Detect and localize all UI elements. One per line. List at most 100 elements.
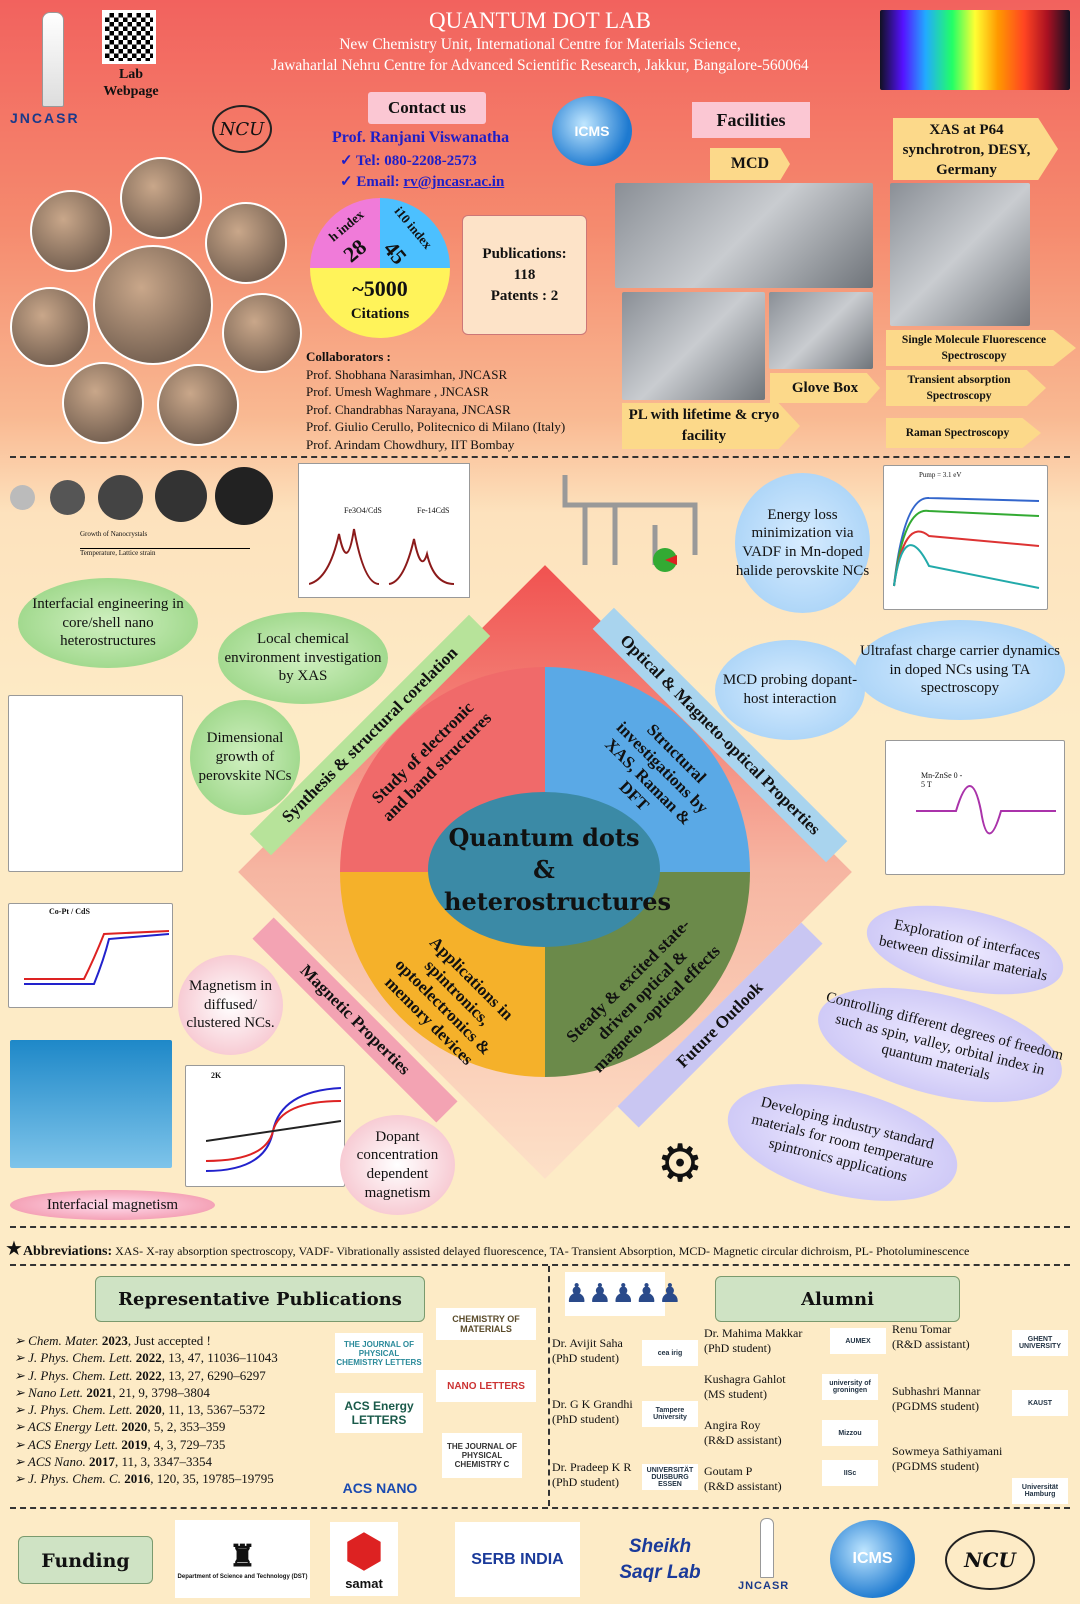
- citation: , 4, 3, 729–735: [147, 1436, 226, 1452]
- collaborator: Prof. Shobhana Narasimhan, JNCASR: [306, 366, 508, 382]
- metrics-circle: h index 28 i10 index 45 ~5000 Citations: [310, 198, 450, 338]
- alumni-name: Sowmeya Sathiyamani: [892, 1444, 1003, 1458]
- glove-box-tag: Glove Box: [770, 373, 880, 403]
- figure-label: Fe3O4/CdS: [344, 506, 382, 515]
- pipe-diagram: [562, 475, 698, 572]
- publication-item[interactable]: ➢ Chem. Mater. 2023, Just accepted !: [14, 1333, 211, 1348]
- journal-logo-jpcl: THE JOURNAL OF PHYSICAL CHEMISTRY LETTER…: [335, 1333, 423, 1373]
- dopant-magnetism-plot: 2K: [185, 1065, 345, 1187]
- divider: [10, 456, 1070, 458]
- publication-item[interactable]: ➢ ACS Energy Lett. 2019, 4, 3, 729–735: [14, 1436, 226, 1452]
- xas-beamline-photo: [890, 183, 1030, 326]
- ncu-footer-logo: NCU: [945, 1530, 1035, 1590]
- lab-webpage-label[interactable]: Lab Webpage: [103, 67, 159, 99]
- alumni-role: (R&D assistant): [704, 1479, 782, 1493]
- publication-item[interactable]: ➢ J. Phys. Chem. Lett. 2022, 13, 27, 629…: [14, 1367, 266, 1383]
- cloud-dopant-concentration: Dopant concentration dependent magnetism: [340, 1115, 455, 1215]
- alumni-name: Kushagra Gahlot: [704, 1372, 786, 1386]
- magnetization-curves: [206, 1087, 341, 1172]
- perovskite-growth-figure: [8, 695, 183, 872]
- publication-item[interactable]: ➢ ACS Energy Lett. 2020, 5, 2, 353–359: [14, 1419, 226, 1435]
- team-photo: [222, 293, 302, 373]
- abbreviations: ★Abbreviations: XAS- X-ray absorption sp…: [5, 1236, 1080, 1261]
- journal: J. Phys. Chem. Lett.: [28, 1367, 133, 1383]
- citation: , 11, 3, 3347–3354: [114, 1454, 212, 1470]
- subtitle-line2: Jawaharlal Nehru Centre for Advanced Sci…: [271, 57, 809, 74]
- alumni-role: (PhD student): [552, 1412, 619, 1426]
- publication-item[interactable]: ➢ Nano Lett. 2021, 21, 9, 3798–3804: [14, 1384, 210, 1400]
- alumni-item: Renu Tomar(R&D assistant): [892, 1322, 970, 1352]
- institution-logo: university of groningen: [822, 1374, 878, 1400]
- publications-title: Representative Publications: [95, 1276, 425, 1322]
- year: 2021: [86, 1384, 113, 1400]
- vadf-schematic: [555, 465, 720, 605]
- cloud-mcd: MCD probing dopant-host interaction: [715, 640, 865, 740]
- alumni-name: Dr. Pradeep K R: [552, 1460, 632, 1474]
- citation: , 21, 9, 3798–3804: [112, 1384, 210, 1400]
- alumni-role: (MS student): [704, 1387, 767, 1401]
- brain-gears-icon: ⚙: [656, 1136, 704, 1193]
- phone[interactable]: ✓ Tel: 080-2208-2573: [340, 153, 477, 169]
- team-photo: [62, 362, 144, 444]
- publication-item[interactable]: ➢ J. Phys. Chem. Lett. 2020, 11, 13, 536…: [14, 1402, 266, 1418]
- publication-item[interactable]: ➢ ACS Nano. 2017, 11, 3, 3347–3354: [14, 1454, 212, 1470]
- i10-index-value: 45: [378, 236, 413, 270]
- alumni-name: Dr. Mahima Makkar: [704, 1326, 803, 1340]
- patents-count: Patents : 2: [490, 288, 559, 304]
- contact-us-label: Contact us: [368, 92, 486, 124]
- ta-tag: Transient absorption Spectroscopy: [886, 370, 1046, 406]
- institution-logo: KAUST: [1012, 1390, 1068, 1416]
- mcd-setup-photo: [615, 183, 873, 288]
- journal: ACS Nano.: [27, 1454, 86, 1470]
- jncasr-logo: JNCASR: [10, 12, 100, 127]
- alumni-role: (PhD student): [552, 1351, 619, 1365]
- collaborator: Prof. Arindam Chowdhury, IIT Bombay: [306, 436, 515, 452]
- ta-curves: [893, 496, 1040, 589]
- smf-tag: Single Molecule Fluorescence Spectroscop…: [886, 330, 1076, 366]
- subtitle-line1: New Chemistry Unit, International Centre…: [339, 36, 741, 53]
- publication-item[interactable]: ➢ J. Phys. Chem. C. 2016, 120, 35, 19785…: [14, 1471, 274, 1487]
- graduates-illustration: ♟♟♟♟♟: [565, 1272, 682, 1316]
- year: 2020: [121, 1419, 148, 1435]
- citation: , 13, 27, 6290–6297: [161, 1367, 266, 1383]
- ncu-logo: NCU: [212, 105, 272, 153]
- alumni-item: Dr. Mahima Makkar(PhD student): [704, 1326, 802, 1356]
- nanocrystal-icon: [10, 485, 35, 510]
- publication-item[interactable]: ➢ J. Phys. Chem. Lett. 2022, 13, 47, 110…: [14, 1350, 278, 1366]
- citations-value: ~5000: [352, 276, 408, 301]
- nanocrystal-icon: [155, 470, 207, 522]
- email-link[interactable]: rv@jncasr.ac.in: [403, 174, 505, 190]
- abbreviations-text: XAS- X-ray absorption spectroscopy, VADF…: [115, 1244, 970, 1258]
- page-title: QUANTUM DOT LAB: [429, 8, 651, 33]
- year: 2019: [121, 1436, 148, 1452]
- journal-logo-nano-letters: NANO LETTERS: [436, 1370, 536, 1402]
- year: 2022: [135, 1367, 162, 1383]
- citation: , 5, 2, 353–359: [147, 1419, 226, 1435]
- alumni-name: Angira Roy: [704, 1418, 761, 1432]
- icms-footer-logo: ICMS: [830, 1520, 915, 1598]
- hysteresis-curves: [24, 930, 169, 985]
- funding-label: Funding: [18, 1536, 153, 1584]
- center-ellipse: Quantum dots & heterostructures: [428, 792, 671, 947]
- cloud-ultrafast: Ultrafast charge carrier dynamics in dop…: [855, 620, 1065, 720]
- nanocrystal-icon: [98, 475, 143, 520]
- team-photo: [157, 364, 239, 446]
- journal-logo-acs-energy: ACS Energy LETTERS: [335, 1393, 423, 1433]
- institution-logo: Mizzou: [822, 1420, 878, 1446]
- citation: , 120, 35, 19785–19795: [150, 1471, 274, 1487]
- divider: [10, 1226, 1070, 1228]
- icms-globe-logo: ICMS: [552, 96, 632, 166]
- journal-logo-chem-mater: CHEMISTRY OF MATERIALS: [436, 1308, 536, 1340]
- qr-code[interactable]: [102, 10, 156, 64]
- institution-logo: cea irig: [642, 1340, 698, 1366]
- star-icon: ★: [5, 1238, 23, 1260]
- team-photo: [120, 157, 202, 239]
- year: 2016: [124, 1471, 151, 1487]
- serb-logo: SERB INDIA: [455, 1522, 580, 1597]
- xas-tag: XAS at P64 synchrotron, DESY, Germany: [893, 118, 1058, 180]
- citations-label: Citations: [350, 306, 410, 322]
- quantum-dot-vials-photo: [880, 10, 1070, 90]
- year: 2023: [101, 1333, 128, 1348]
- center-title: Quantum dots & heterostructures: [444, 822, 671, 916]
- alumni-item: Angira Roy(R&D assistant): [704, 1418, 782, 1448]
